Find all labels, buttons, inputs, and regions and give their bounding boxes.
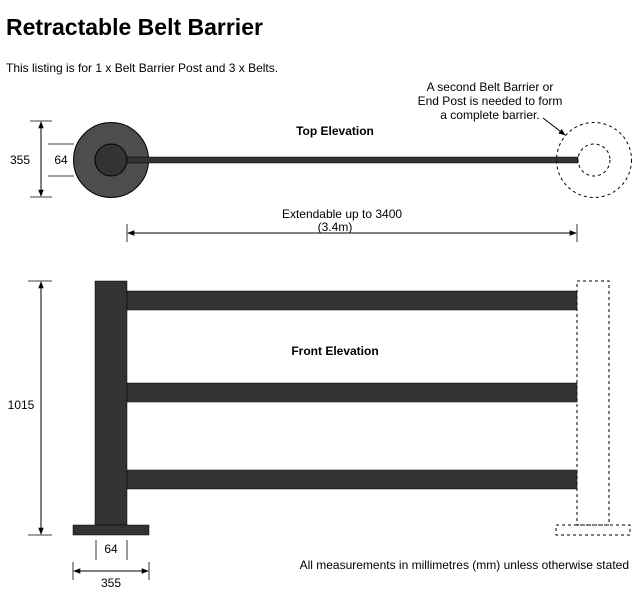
- post-circle: [94, 143, 128, 177]
- extend-label-line-1: Extendable up to 3400: [282, 207, 402, 221]
- note-line-2: End Post is needed to form: [418, 94, 563, 108]
- front-elevation: Front Elevation 1015 64 355: [8, 280, 631, 590]
- top-base-diameter-label: 355: [10, 153, 30, 167]
- post-front: [94, 280, 128, 526]
- footer-note: All measurements in millimetres (mm) unl…: [300, 558, 629, 572]
- second-post-outline: [577, 143, 611, 177]
- second-post-base-outline: [556, 122, 632, 198]
- belt-1: [126, 290, 578, 311]
- second-base-front-outline: [555, 524, 631, 536]
- listing-subtitle: This listing is for 1 x Belt Barrier Pos…: [6, 61, 279, 75]
- extend-label-line-2: (3.4m): [318, 220, 353, 234]
- second-post-front-outline: [576, 280, 610, 526]
- belt-2: [126, 382, 578, 403]
- note-line-3: a complete barrier.: [440, 108, 539, 122]
- top-post-diameter-label: 64: [54, 153, 68, 167]
- top-elevation-label: Top Elevation: [296, 124, 374, 138]
- page-title: Retractable Belt Barrier: [6, 14, 263, 40]
- front-base-width-label: 355: [101, 576, 121, 590]
- front-post-width-label: 64: [104, 542, 118, 556]
- top-elevation: Top Elevation A second Belt Barrier or E…: [10, 80, 632, 242]
- front-height-label: 1015: [8, 398, 35, 412]
- base-front: [72, 524, 150, 536]
- belt-top-view: [110, 156, 579, 164]
- note-arrow: [542, 117, 566, 136]
- note-line-1: A second Belt Barrier or: [427, 80, 554, 94]
- belt-3: [126, 469, 578, 490]
- front-elevation-label: Front Elevation: [291, 344, 378, 358]
